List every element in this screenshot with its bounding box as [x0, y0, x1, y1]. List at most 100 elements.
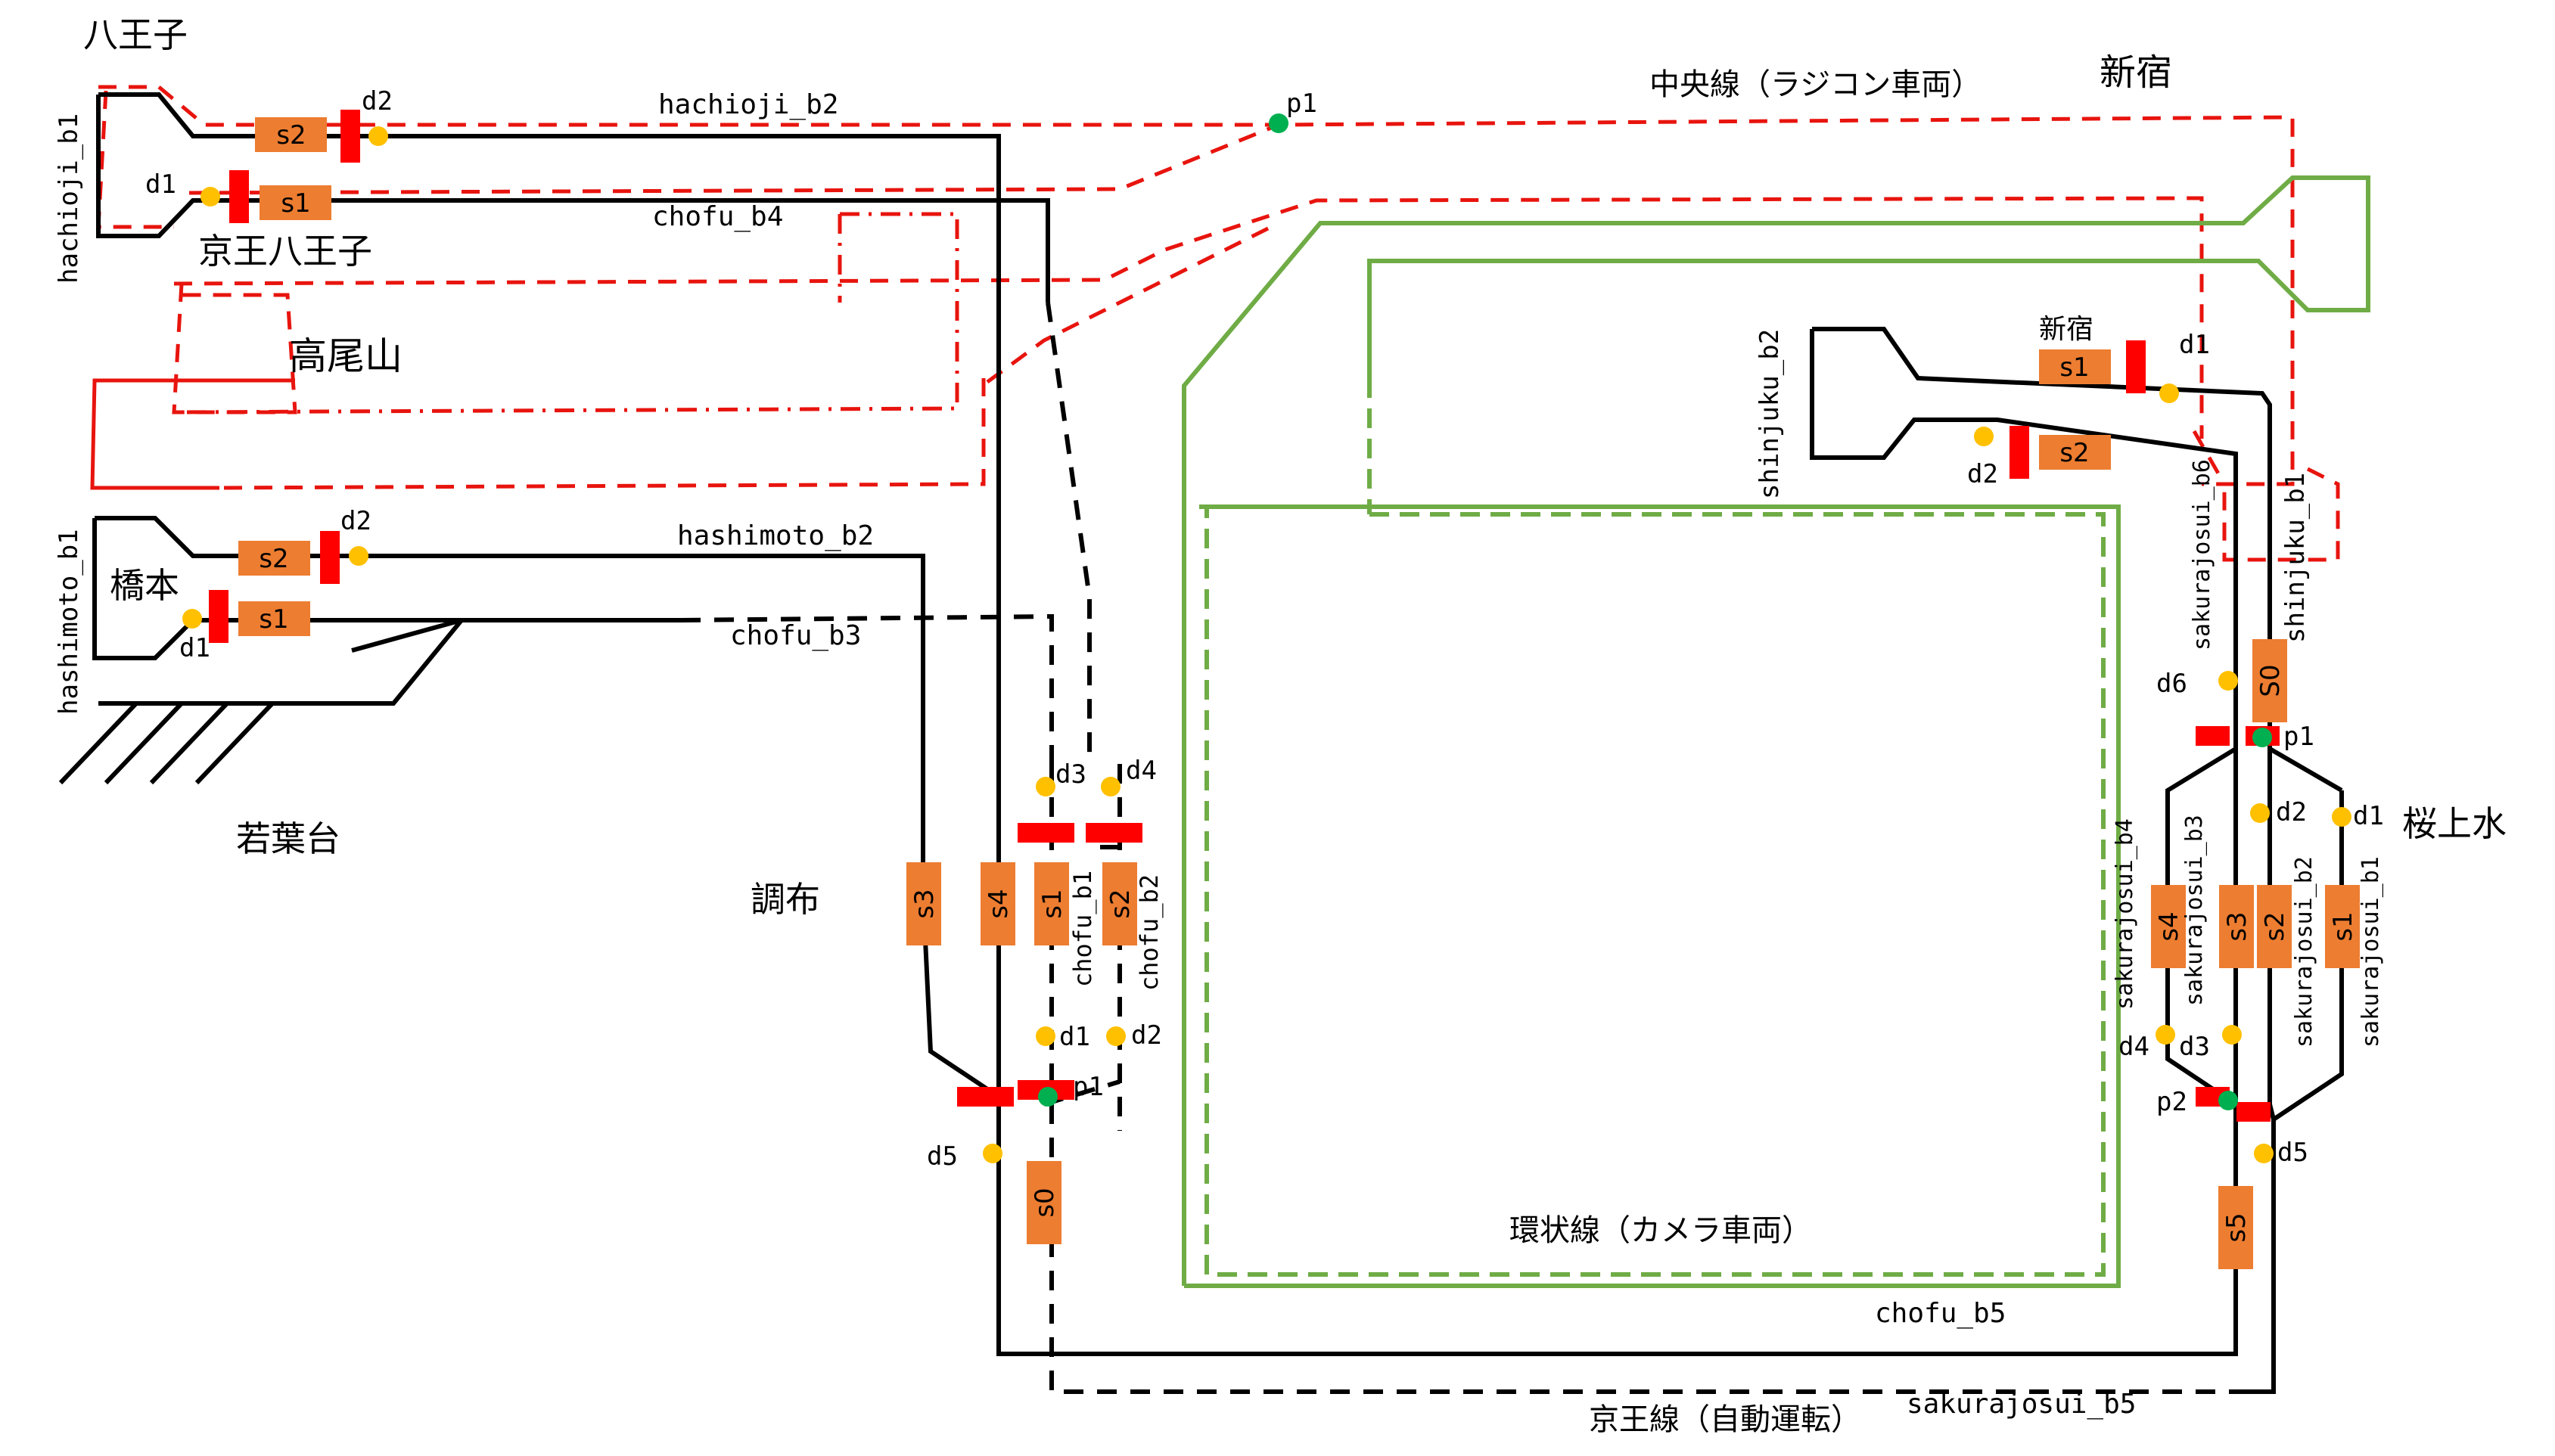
- label-shinjuku-d1: d1: [2179, 330, 2210, 360]
- sensor-hachioji-s2: [255, 117, 327, 152]
- station-hachioji: 八王子: [83, 14, 188, 55]
- signal-chofu-d3: [1018, 823, 1074, 843]
- sensor-chofu-s0-label: s0: [1030, 1187, 1060, 1217]
- detector-sakurajosui-d2: [2250, 803, 2270, 823]
- label-sakurajosui-d1: d1: [2353, 801, 2384, 831]
- sensor-sakurajosui-s1: [2325, 885, 2360, 968]
- sensor-chofu-s2-label: s2: [1105, 889, 1136, 918]
- block-sakurajosui-b5: sakurajosui_b5: [1907, 1389, 2136, 1420]
- station-labels: 八王子 京王八王子 高尾山 橋本 若葉台 調布 新宿 新宿 桜上水: [83, 14, 2507, 920]
- station-chofu: 調布: [751, 879, 820, 920]
- signal-shinjuku-d2: [2009, 426, 2029, 479]
- sensor-shinjuku-s1: [2039, 349, 2111, 384]
- label-chofu-d1: d1: [1059, 1022, 1090, 1052]
- block-sakurajosui-b3: sakurajosui_b3: [2181, 815, 2208, 1006]
- label-chuo-p1: p1: [1286, 88, 1317, 119]
- line-labels: 中央線（ラジコン車両） 環状線（カメラ車両） 京王線（自動運転）: [1509, 67, 1982, 1437]
- label-chofu-d2: d2: [1131, 1020, 1162, 1051]
- block-chofu-b5: chofu_b5: [1875, 1298, 2006, 1329]
- point-chuo-p1: [1269, 113, 1288, 133]
- loop-line-tracks: [1182, 175, 2370, 1288]
- point-chofu-p1: [1038, 1087, 1058, 1107]
- label-hachioji-d1: d1: [145, 169, 176, 200]
- sensor-hashimoto-s1-label: s1: [259, 604, 288, 635]
- sensor-chofu-s4: [981, 862, 1015, 945]
- station-wakabadai: 若葉台: [236, 818, 340, 859]
- station-sakurajosui: 桜上水: [2402, 803, 2507, 844]
- label-chofu-p1: p1: [1073, 1072, 1104, 1102]
- label-sakurajosui-d3: d3: [2179, 1032, 2210, 1062]
- sensor-chofu-s4-label: s4: [984, 889, 1014, 918]
- detector-chofu-d3: [1036, 777, 1055, 796]
- label-chofu-d5: d5: [927, 1141, 958, 1172]
- detectors: [182, 126, 2351, 1163]
- detector-hashimoto-d2: [349, 546, 368, 566]
- signal-hachioji-d2: [340, 110, 360, 163]
- point-sakurajosui-p2: [2218, 1091, 2238, 1110]
- sensor-chofu-s3: [906, 862, 941, 945]
- label-sakurajosui-d2: d2: [2276, 797, 2307, 827]
- block-chofu-b1: chofu_b1: [1068, 871, 1097, 987]
- sensor-sakurajosui-s3-label: s3: [2222, 911, 2252, 941]
- sensor-shinjuku-s2-label: s2: [2059, 438, 2089, 468]
- detector-chofu-d4: [1101, 777, 1121, 796]
- block-labels: hachioji_b1 hachioji_b2 chofu_b4 hashimo…: [54, 89, 2384, 1420]
- sensor-shinjuku-s2: [2039, 435, 2111, 470]
- detector-shinjuku-d1: [2159, 383, 2179, 403]
- block-sakurajosui-b2: sakurajosui_b2: [2291, 856, 2317, 1048]
- marker-labels: d2 d1 p1 d2 d1 d3 d4 d1 d2 p1 d5 d1 d2 d…: [145, 86, 2384, 1172]
- label-hashimoto-d1: d1: [179, 633, 210, 663]
- sensor-hashimoto-s2: [238, 541, 310, 576]
- sensor-hachioji-s2-label: s2: [276, 120, 306, 151]
- label-hachioji-d2: d2: [362, 86, 393, 116]
- signal-sakurajosui-d6: [2196, 726, 2230, 746]
- signal-hashimoto-d2: [320, 531, 340, 584]
- block-hashimoto-b1: hashimoto_b1: [54, 529, 84, 715]
- sensors: s2 s1 s2 s1 s3 s4 s1 s2 s0 s1 s2 S0 s4 s…: [238, 117, 2360, 1269]
- station-takaosan: 高尾山: [289, 334, 403, 378]
- sensor-sakurajosui-s1-label: s1: [2328, 911, 2358, 941]
- keio-line-tracks: [58, 92, 2344, 1394]
- sensor-chofu-s2: [1102, 862, 1137, 945]
- line-loop-label: 環状線（カメラ車両）: [1509, 1213, 1812, 1248]
- detector-hachioji-d1: [200, 187, 220, 206]
- block-chofu-b4: chofu_b4: [652, 201, 783, 232]
- signal-chofu-d5: [957, 1087, 1014, 1107]
- line-chuo-label: 中央線（ラジコン車両）: [1649, 67, 1982, 102]
- points: [1038, 113, 2272, 1110]
- sensor-hachioji-s1-label: s1: [281, 188, 310, 219]
- point-sakurajosui-p1: [2252, 728, 2272, 747]
- sensor-sakurajosui-s5-label: s5: [2221, 1212, 2252, 1242]
- label-sakurajosui-d4: d4: [2118, 1032, 2149, 1062]
- sensor-sakurajosui-s2: [2257, 885, 2292, 968]
- sensor-sakurajosui-s4-label: s4: [2154, 911, 2184, 941]
- detector-chofu-d2: [1106, 1026, 1126, 1046]
- station-keio-hachioji: 京王八王子: [198, 231, 372, 272]
- signal-hachioji-d1: [229, 170, 249, 223]
- sensor-chofu-s3-label: s3: [909, 889, 940, 918]
- block-sakurajosui-b4: sakurajosui_b4: [2112, 818, 2138, 1010]
- signal-hashimoto-d1: [209, 590, 228, 643]
- detector-sakurajosui-d3: [2222, 1025, 2242, 1045]
- detector-sakurajosui-d4: [2156, 1025, 2175, 1045]
- sensor-sakurajosui-s4: [2151, 885, 2186, 968]
- line-keio-label: 京王線（自動運転）: [1589, 1402, 1861, 1437]
- signal-chofu-d4: [1086, 823, 1142, 843]
- label-sakurajosui-d6: d6: [2156, 669, 2187, 699]
- label-sakurajosui-p1: p1: [2283, 722, 2314, 752]
- sensor-shinjuku-s1-label: s1: [2059, 352, 2089, 383]
- chuo-line-tracks: [90, 85, 2340, 562]
- sensor-sakurajosui-s3: [2219, 885, 2254, 968]
- sensor-sakurajosui-S0: [2252, 639, 2287, 722]
- sensor-chofu-s1-label: s1: [1037, 889, 1068, 918]
- block-hachioji-b2: hachioji_b2: [658, 89, 838, 120]
- sensor-hashimoto-s1: [238, 601, 310, 636]
- label-shinjuku-d2: d2: [1967, 459, 1998, 489]
- block-sakurajosui-b1: sakurajosui_b1: [2358, 856, 2384, 1048]
- block-hashimoto-b2: hashimoto_b2: [677, 520, 874, 551]
- detector-hachioji-d2: [368, 126, 388, 146]
- block-hachioji-b1: hachioji_b1: [54, 113, 84, 284]
- detector-sakurajosui-d6: [2218, 671, 2238, 691]
- label-hashimoto-d2: d2: [340, 506, 371, 536]
